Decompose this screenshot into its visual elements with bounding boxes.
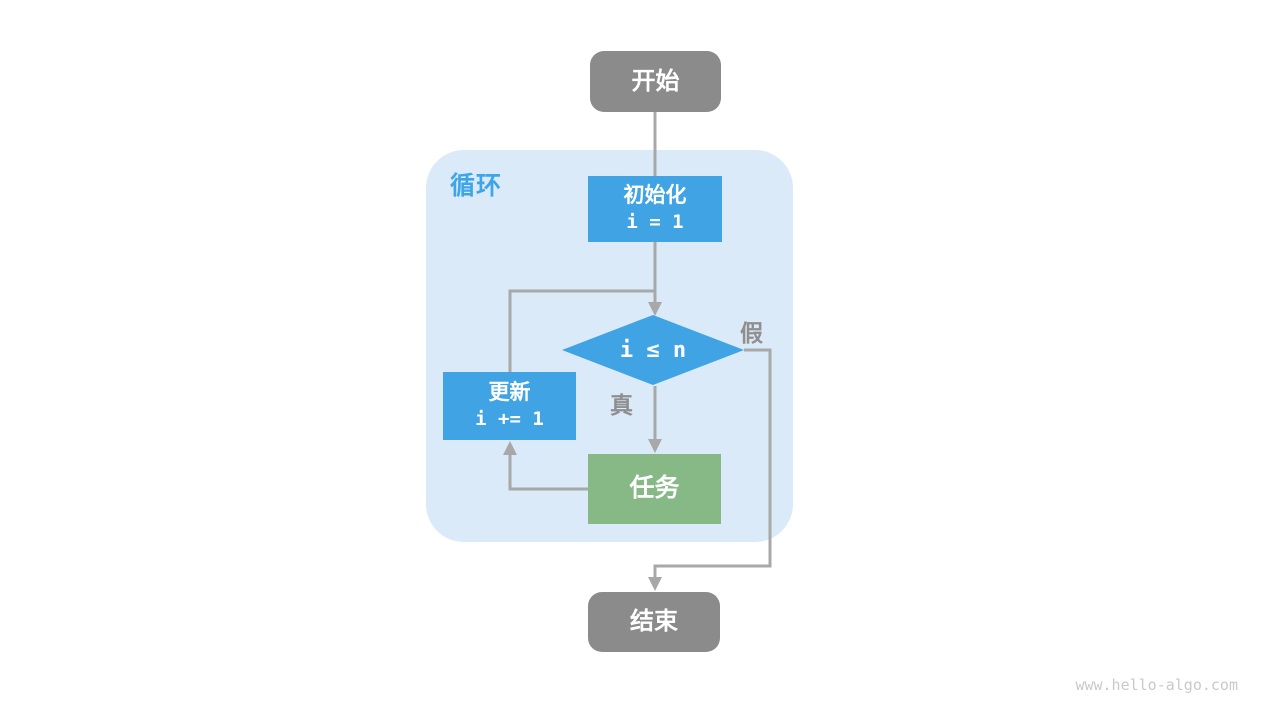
edge-condition-to-end [653, 348, 772, 578]
watermark-text: www.hello-algo.com [1075, 676, 1238, 694]
node-update-code: i += 1 [475, 408, 544, 431]
true-branch-label: 真 [610, 392, 633, 418]
condition-text: i ≤ n [619, 337, 687, 363]
arrowhead-into-end [648, 577, 662, 591]
node-start: 开始 [590, 51, 721, 112]
node-init-label: 初始化 [623, 184, 687, 207]
node-task-label: 任务 [629, 474, 680, 503]
arrowhead-into-condition [648, 302, 662, 316]
false-branch-label: 假 [740, 320, 763, 346]
loop-region-label: 循环 [450, 172, 503, 200]
node-update-label: 更新 [488, 381, 531, 404]
node-update: 更新 i += 1 [443, 372, 576, 440]
condition-diamond [562, 315, 744, 385]
node-task: 任务 [588, 454, 721, 524]
edge-update-to-condition [508, 289, 655, 373]
node-start-label: 开始 [631, 67, 680, 95]
arrowhead-into-task [648, 439, 662, 453]
node-init-code: i = 1 [626, 211, 684, 234]
edge-task-to-update [508, 454, 590, 491]
node-end-label: 结束 [630, 608, 678, 635]
arrowhead-into-update [503, 441, 517, 455]
node-init: 初始化 i = 1 [588, 176, 722, 242]
node-end: 结束 [588, 592, 720, 652]
